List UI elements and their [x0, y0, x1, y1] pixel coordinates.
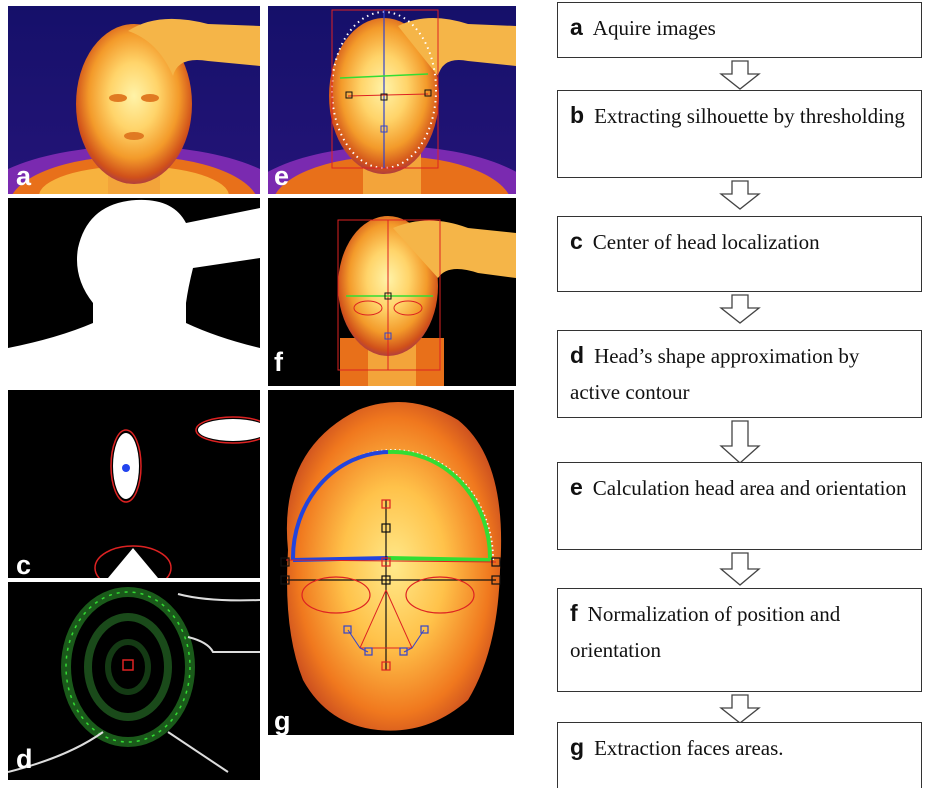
panel-label-d: d	[16, 746, 33, 773]
down-arrow-icon	[719, 420, 761, 464]
step-letter: a	[570, 14, 583, 40]
step-letter: d	[570, 342, 584, 368]
panel-label-b: b	[16, 349, 33, 376]
step-text: Head’s shape approximation by active con…	[570, 344, 859, 404]
panel-f-normalization: f	[268, 198, 516, 386]
panel-c-head-center: c	[8, 390, 260, 578]
panel-b-silhouette: b	[8, 198, 260, 386]
panel-d-active-contour: d	[8, 582, 260, 780]
step-e-head-area: e Calculation head area and orientation	[557, 462, 922, 550]
panel-g-face-areas: g	[268, 390, 514, 735]
panel-label-a: a	[16, 163, 31, 190]
down-arrow-icon	[719, 294, 761, 324]
step-text: Center of head localization	[593, 230, 820, 254]
down-arrow-icon	[719, 60, 761, 90]
step-letter: e	[570, 474, 583, 500]
panel-label-c: c	[16, 552, 31, 578]
step-text: Extracting silhouette by thresholding	[594, 104, 905, 128]
step-text: Extraction faces areas.	[594, 736, 783, 760]
step-g-extract-face-areas: g Extraction faces areas.	[557, 722, 922, 788]
panel-label-g: g	[274, 708, 291, 735]
down-arrow-icon	[719, 694, 761, 724]
step-letter: c	[570, 228, 583, 254]
panel-a-thermal-image: a	[8, 6, 260, 194]
panel-e-head-area: e	[268, 6, 516, 194]
step-text: Calculation head area and orientation	[593, 476, 907, 500]
step-letter: f	[570, 600, 578, 626]
step-c-head-center: c Center of head localization	[557, 216, 922, 292]
down-arrow-icon	[719, 180, 761, 210]
step-text: Normalization of position and orientatio…	[570, 602, 840, 662]
panel-label-e: e	[274, 163, 289, 190]
down-arrow-icon	[719, 552, 761, 586]
step-a-acquire-images: a Aquire images	[557, 2, 922, 58]
panel-label-f: f	[274, 349, 283, 376]
step-text: Aquire images	[593, 16, 716, 40]
step-b-extract-silhouette: b Extracting silhouette by thresholding	[557, 90, 922, 178]
step-letter: g	[570, 734, 584, 760]
step-letter: b	[570, 102, 584, 128]
